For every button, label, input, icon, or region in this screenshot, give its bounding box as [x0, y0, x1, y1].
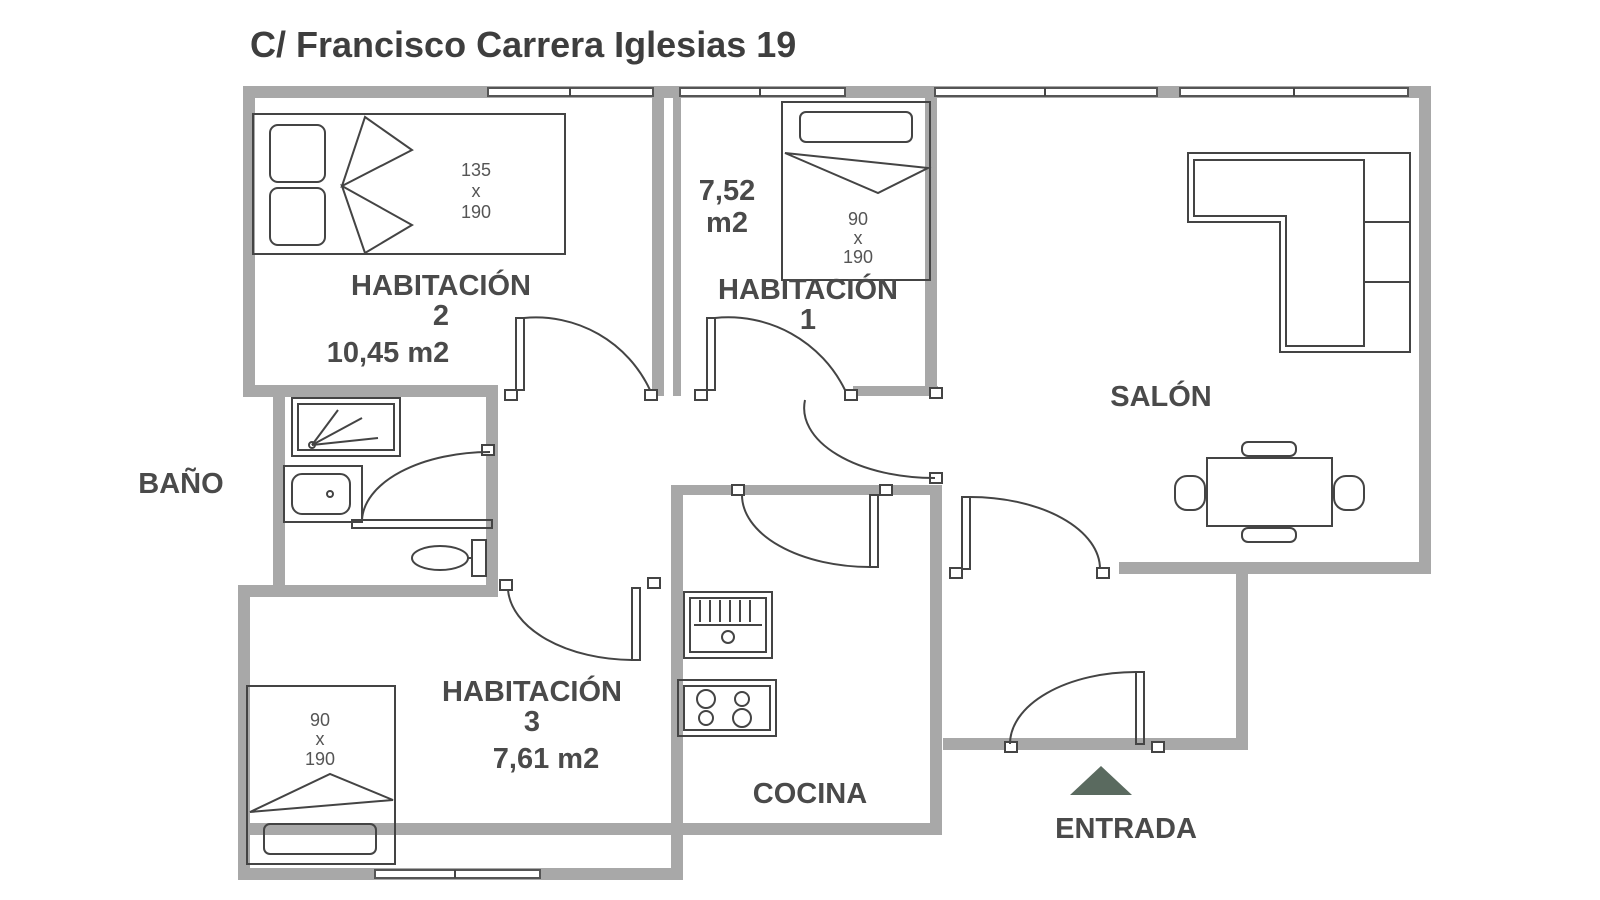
single-bed-1-width: 90	[848, 209, 868, 229]
double-bed-length: 190	[461, 202, 491, 222]
habitacion-3-number: 3	[524, 706, 540, 738]
single-bed-habitacion-3: 90 x 190	[246, 685, 396, 865]
habitacion-1-number: 1	[800, 304, 816, 336]
room-labels: HABITACIÓN 2 10,45 m2 7,52 m2 HABITACIÓN…	[138, 175, 1211, 845]
door-salon-entrada[interactable]	[949, 496, 1110, 579]
single-bed-1-length: 190	[843, 247, 873, 267]
entrance-arrow-icon	[1070, 766, 1132, 795]
single-bed-habitacion-1: 90 x 190	[781, 101, 932, 281]
habitacion-1-name: HABITACIÓN	[718, 272, 898, 306]
doors	[351, 316, 1165, 753]
cocina-name: COCINA	[753, 778, 867, 810]
habitacion-3-name: HABITACIÓN	[442, 674, 622, 708]
door-habitacion-2[interactable]	[504, 316, 658, 401]
door-entrada[interactable]	[1004, 671, 1165, 753]
bano-name: BAÑO	[138, 466, 223, 500]
kitchen-fixtures	[677, 591, 777, 737]
bathroom-fixtures	[283, 397, 487, 577]
door-bano[interactable]	[351, 444, 495, 529]
single-bed-3-length: 190	[305, 749, 335, 769]
dining-table	[1174, 441, 1365, 543]
plan-title: C/ Francisco Carrera Iglesias 19	[250, 24, 796, 65]
windows	[374, 87, 1409, 879]
double-bed-width: 135	[461, 160, 491, 180]
door-habitacion-3[interactable]	[499, 577, 661, 661]
habitacion-1-area-value: 7,52	[699, 175, 755, 207]
habitacion-3-area: 7,61 m2	[493, 743, 599, 775]
single-bed-1-x: x	[854, 228, 863, 248]
door-salon[interactable]	[803, 387, 943, 484]
habitacion-2-area: 10,45 m2	[327, 337, 450, 369]
single-bed-3-x: x	[316, 729, 325, 749]
habitacion-2-number: 2	[433, 300, 449, 332]
door-cocina[interactable]	[731, 484, 893, 568]
door-habitacion-1[interactable]	[694, 316, 858, 401]
single-bed-3-width: 90	[310, 710, 330, 730]
double-bed: 135 x 190	[252, 113, 566, 255]
entrada-name: ENTRADA	[1055, 813, 1197, 845]
sofa	[1187, 152, 1411, 353]
habitacion-2-name: HABITACIÓN	[351, 268, 531, 302]
double-bed-x: x	[472, 181, 481, 201]
habitacion-1-area-unit: m2	[706, 207, 748, 239]
walls	[238, 86, 1431, 880]
salon-name: SALÓN	[1110, 379, 1212, 413]
